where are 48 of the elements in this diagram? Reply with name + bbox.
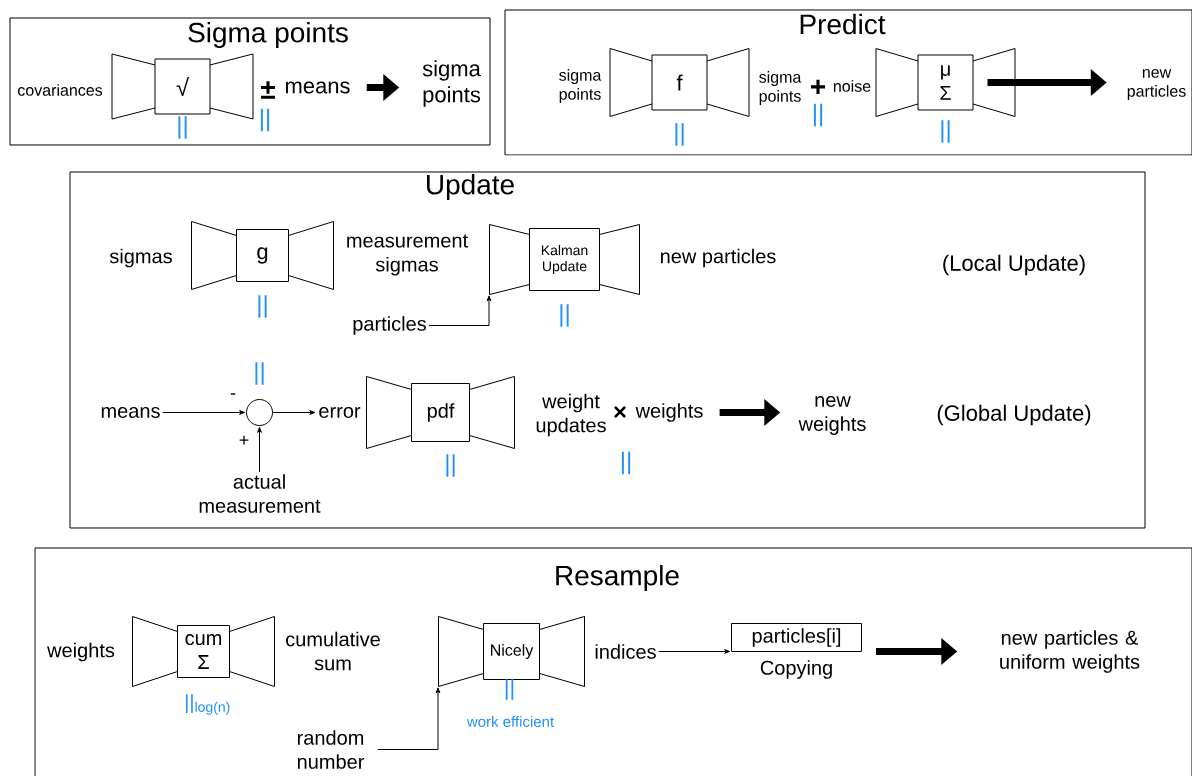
parallel-mark: || xyxy=(941,120,950,143)
label-text: new particles xyxy=(661,248,776,268)
node-text: means xyxy=(285,81,350,94)
node-text: means xyxy=(101,407,160,418)
parallel-mark: || xyxy=(675,123,684,146)
bowtie-block: f xyxy=(609,48,750,117)
bowtie-block: Kalman Update xyxy=(489,224,640,295)
labelled-box: particles[i] Copying xyxy=(731,623,862,679)
parallel-mark: || xyxy=(560,304,569,327)
parallel-mark: || xyxy=(255,362,264,385)
parallel-mark: || xyxy=(813,103,823,127)
node-text: weights xyxy=(635,403,703,422)
label-text: (Local Update) xyxy=(943,254,1085,276)
node-label: Copying xyxy=(760,660,832,679)
parallel-mark: || xyxy=(260,108,270,132)
label-text: weights xyxy=(47,642,115,662)
node-text: new particles xyxy=(1127,69,1186,100)
bowtie-block: μ Σ xyxy=(875,48,1016,117)
node-text: actual measurement xyxy=(199,474,321,513)
bowtie-block: pdf xyxy=(366,376,515,449)
parallel-mark: ||$_{log(n)}$ xyxy=(185,694,230,715)
node-text: indices xyxy=(595,644,656,659)
label-text: (Global Update) xyxy=(937,404,1091,426)
node-text: random number xyxy=(297,730,365,769)
note-text: work efficient xyxy=(466,716,554,727)
times-sign: × xyxy=(614,406,626,418)
elbow-arrow xyxy=(377,687,441,750)
node-text: sigma points xyxy=(422,60,481,107)
summing-junction xyxy=(246,399,273,426)
arrow xyxy=(658,649,731,654)
node-text: new particles & uniform weights xyxy=(1000,630,1140,673)
parallel-mark: || xyxy=(446,454,455,477)
parallel-mark: || xyxy=(621,451,631,475)
label-text: measurement sigmas xyxy=(347,234,468,276)
bowtie-block: g xyxy=(191,221,334,290)
node-text: error xyxy=(319,407,361,418)
bowtie-block: cum Σ xyxy=(132,616,275,687)
arrow xyxy=(162,410,246,415)
arrow xyxy=(272,410,316,415)
edge-label: - xyxy=(229,392,237,400)
label-text: cumulative sum xyxy=(286,631,380,671)
arrow xyxy=(257,426,262,473)
edge-label: + xyxy=(237,434,251,448)
node-text: particles xyxy=(353,316,426,335)
node-text: new weights xyxy=(798,396,866,435)
parallel-mark: || xyxy=(258,295,267,318)
elbow-arrow xyxy=(428,295,492,326)
plus-sign: + xyxy=(811,79,826,94)
